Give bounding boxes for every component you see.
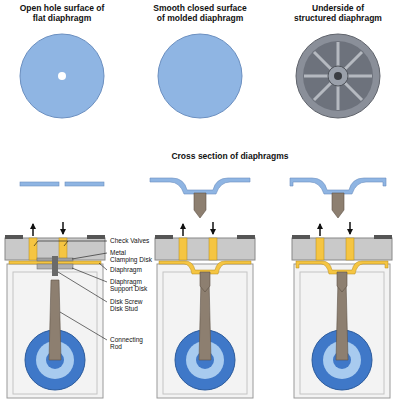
part-label: Disk Screw Disk Stud (110, 298, 154, 313)
part-label: Metal Clamping Disk (110, 249, 154, 264)
part-label: Connecting Rod (110, 336, 154, 351)
heading: Open hole surface of flat diaphragm (17, 4, 107, 24)
heading: Smooth closed surface of molded diaphrag… (150, 4, 250, 24)
part-label: Diaphragm (110, 266, 154, 273)
part-label: Diaphragm Support Disk (110, 278, 154, 293)
section-heading: Cross section of diaphragms (140, 152, 320, 162)
heading: Underside of structured diaphragm (293, 4, 383, 24)
part-label: Check Valves (110, 237, 154, 244)
